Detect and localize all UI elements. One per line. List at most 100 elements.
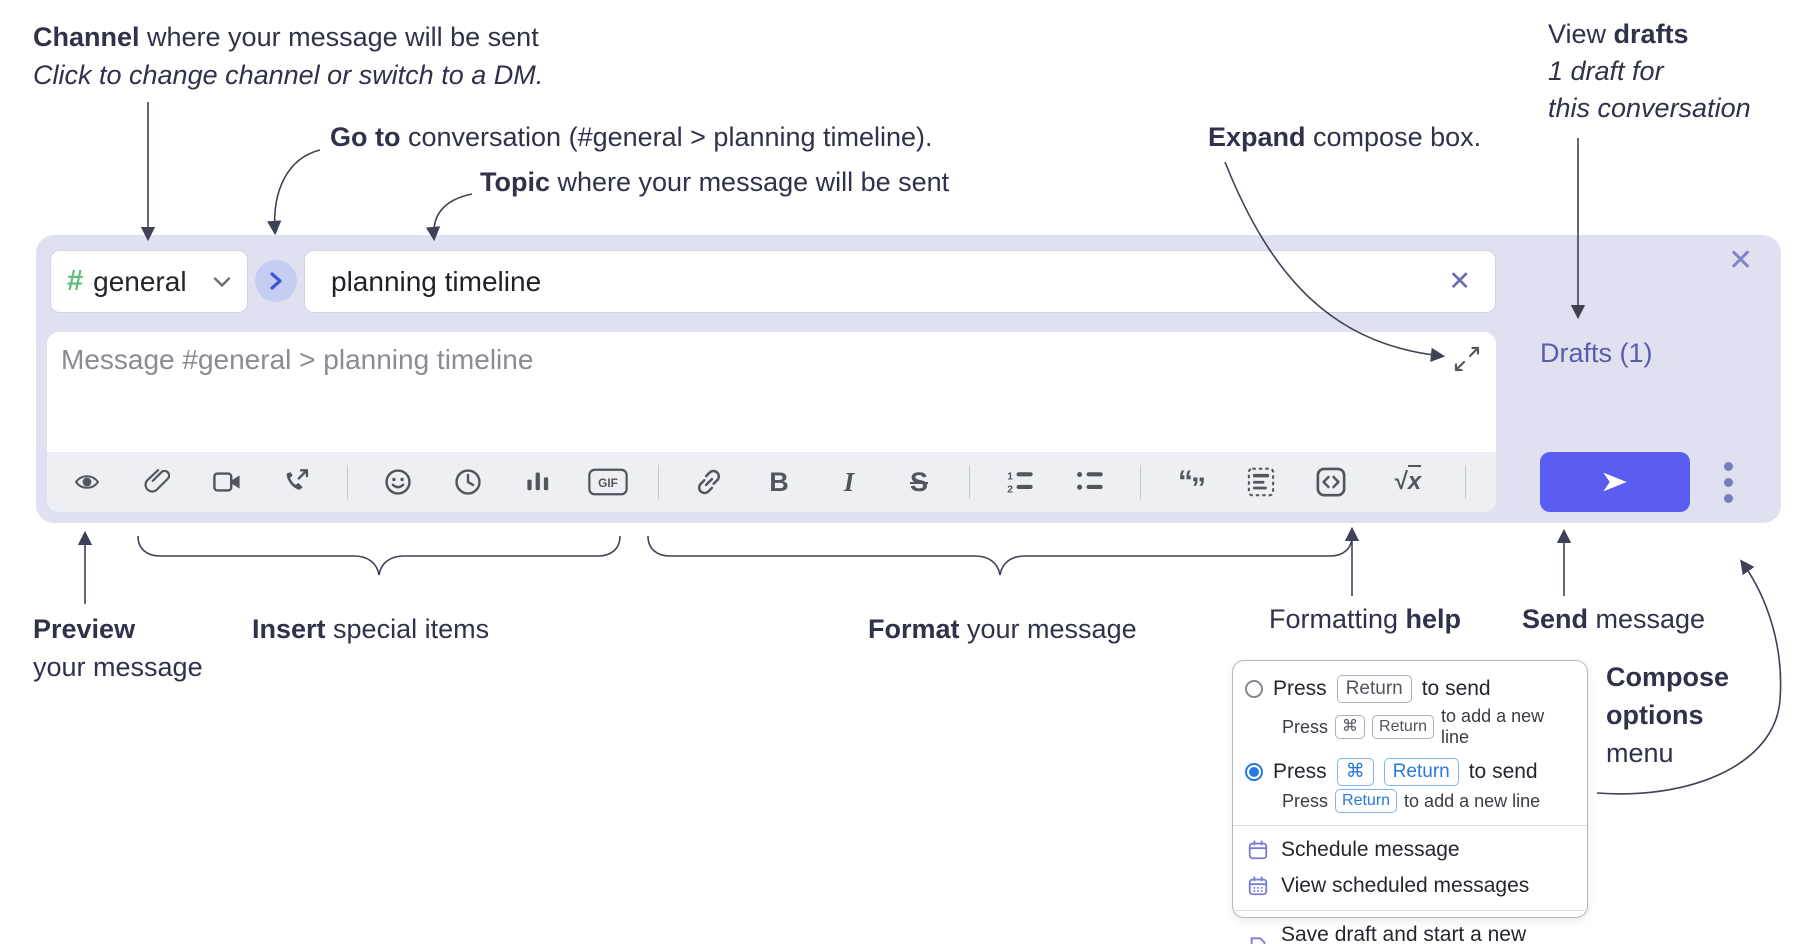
link-icon bbox=[697, 469, 721, 495]
preview-button[interactable] bbox=[67, 462, 107, 502]
video-camera-icon bbox=[213, 472, 240, 492]
audio-call-button[interactable] bbox=[277, 462, 317, 502]
topic-value: planning timeline bbox=[331, 265, 542, 297]
quote-icon: “” bbox=[1178, 465, 1206, 505]
radio-selected[interactable] bbox=[1245, 763, 1263, 781]
compose-toolbar: GIF B I S bbox=[47, 452, 1496, 512]
paperclip-icon bbox=[144, 469, 170, 493]
close-compose-icon[interactable]: ✕ bbox=[1728, 244, 1754, 277]
calendar-grid-icon bbox=[1248, 876, 1268, 896]
math-sqrt-icon: √x bbox=[1395, 465, 1422, 496]
menu-item-view-scheduled[interactable]: View scheduled messages bbox=[1233, 868, 1587, 904]
numbered-list-button[interactable]: 1 2 bbox=[1000, 462, 1040, 502]
emoji-button[interactable] bbox=[378, 462, 418, 502]
compose-options-button[interactable] bbox=[1708, 452, 1748, 512]
topic-annotation: Topic where your message will be sent bbox=[480, 167, 950, 197]
menu-item-save-draft[interactable]: Save draft and start a new message bbox=[1233, 917, 1587, 944]
numbered-list-icon: 1 2 bbox=[1007, 472, 1033, 495]
menu-divider bbox=[1233, 910, 1587, 911]
link-button[interactable] bbox=[689, 462, 729, 502]
channel-name: general bbox=[93, 265, 187, 297]
return-keycap: Return bbox=[1335, 789, 1398, 813]
calendar-icon bbox=[1248, 840, 1268, 860]
radio-unselected[interactable] bbox=[1245, 680, 1263, 698]
return-keycap: Return bbox=[1336, 675, 1412, 703]
snippet-icon bbox=[1247, 467, 1275, 497]
toolbar-divider bbox=[969, 465, 970, 499]
expand-annotation: Expand compose box. bbox=[1208, 122, 1482, 152]
goto-conversation-button[interactable] bbox=[255, 260, 297, 302]
format-annotation: Format your message bbox=[868, 614, 1137, 644]
toolbar-divider bbox=[347, 465, 348, 499]
channel-annotation-rest: where your message will be sent bbox=[139, 22, 539, 52]
bulleted-list-button[interactable] bbox=[1070, 462, 1110, 502]
goto-annotation: Go to conversation (#general > planning … bbox=[330, 122, 933, 152]
gif-icon: GIF bbox=[588, 468, 628, 496]
option-cmd-return-to-send[interactable]: Press ⌘ Return to send bbox=[1233, 754, 1587, 788]
compose-options-annotation: Compose options menu bbox=[1606, 662, 1730, 768]
quote-button[interactable]: “” bbox=[1171, 462, 1211, 505]
code-icon bbox=[1316, 467, 1346, 497]
option-cmd-return-subtext: Press Return to add a new line bbox=[1233, 788, 1587, 819]
compose-box: # general planning timeline ✕ ✕ Message … bbox=[36, 235, 1781, 523]
video-clip-button[interactable] bbox=[207, 462, 247, 502]
snippet-button[interactable] bbox=[1241, 462, 1281, 502]
kebab-dot bbox=[1723, 493, 1733, 503]
code-block-button[interactable] bbox=[1311, 462, 1351, 502]
message-box[interactable]: Message #general > planning timeline bbox=[47, 332, 1496, 512]
send-annotation: Send message bbox=[1522, 604, 1706, 634]
channel-annotation: Channel where your message will be sent … bbox=[33, 18, 543, 94]
svg-text:GIF: GIF bbox=[598, 476, 618, 490]
recent-button[interactable] bbox=[448, 462, 488, 502]
attach-file-button[interactable] bbox=[137, 462, 177, 502]
send-icon bbox=[1603, 472, 1627, 492]
strikethrough-icon: S bbox=[909, 466, 928, 497]
view-drafts-annotation: View drafts 1 draft for this conversatio… bbox=[1548, 19, 1751, 123]
kebab-dot bbox=[1723, 477, 1733, 487]
option-return-subtext: Press ⌘ Return to add a new line bbox=[1282, 706, 1545, 747]
drafts-link[interactable]: Drafts (1) bbox=[1540, 338, 1653, 368]
insert-annotation: Insert special items bbox=[252, 614, 490, 644]
svg-text:2: 2 bbox=[1007, 484, 1013, 495]
phone-call-icon bbox=[286, 469, 309, 490]
insert-brace bbox=[137, 535, 621, 576]
preview-annotation: Preview your message bbox=[33, 614, 203, 682]
formatting-help-annotation: Formatting help bbox=[1269, 604, 1462, 634]
gif-button[interactable]: GIF bbox=[588, 462, 628, 502]
option-return-to-send[interactable]: Press Return to send bbox=[1233, 671, 1587, 705]
topic-input[interactable]: planning timeline ✕ bbox=[304, 250, 1496, 313]
channel-hash-icon: # bbox=[67, 265, 84, 297]
math-button[interactable]: √x bbox=[1381, 462, 1435, 502]
emoji-icon bbox=[385, 469, 411, 495]
italic-button[interactable]: I bbox=[829, 462, 869, 502]
channel-selector[interactable]: # general bbox=[50, 250, 248, 313]
cmd-keycap: ⌘ bbox=[1336, 758, 1374, 786]
format-brace bbox=[647, 535, 1353, 576]
clock-icon bbox=[455, 469, 481, 495]
menu-item-schedule-message[interactable]: Schedule message bbox=[1233, 832, 1587, 868]
chevron-right-icon bbox=[270, 272, 282, 290]
channel-annotation-line2: Click to change channel or switch to a D… bbox=[33, 60, 544, 90]
clear-topic-icon[interactable]: ✕ bbox=[1448, 266, 1471, 296]
poll-bars-icon bbox=[527, 472, 549, 491]
bold-icon: B bbox=[769, 466, 789, 497]
send-button[interactable] bbox=[1540, 452, 1690, 512]
menu-divider bbox=[1233, 825, 1587, 826]
topic-pointer-curve bbox=[425, 193, 473, 242]
bold-button[interactable]: B bbox=[759, 462, 799, 502]
poll-button[interactable] bbox=[518, 462, 558, 502]
save-draft-icon bbox=[1250, 937, 1266, 944]
svg-text:1: 1 bbox=[1007, 472, 1013, 483]
channel-annotation-bold: Channel bbox=[33, 22, 140, 52]
italic-icon: I bbox=[843, 466, 855, 497]
chevron-down-icon bbox=[213, 276, 231, 287]
kebab-dot bbox=[1723, 461, 1733, 471]
compose-options-menu: Press Return to send Press ⌘ Return to a… bbox=[1232, 660, 1588, 944]
toolbar-divider bbox=[1465, 465, 1466, 499]
strikethrough-button[interactable]: S bbox=[899, 462, 939, 502]
expand-compose-icon[interactable] bbox=[1454, 346, 1480, 372]
cmd-keycap: ⌘ bbox=[1335, 715, 1366, 739]
goto-pointer-curve bbox=[267, 149, 321, 236]
bulleted-list-icon bbox=[1077, 471, 1103, 490]
